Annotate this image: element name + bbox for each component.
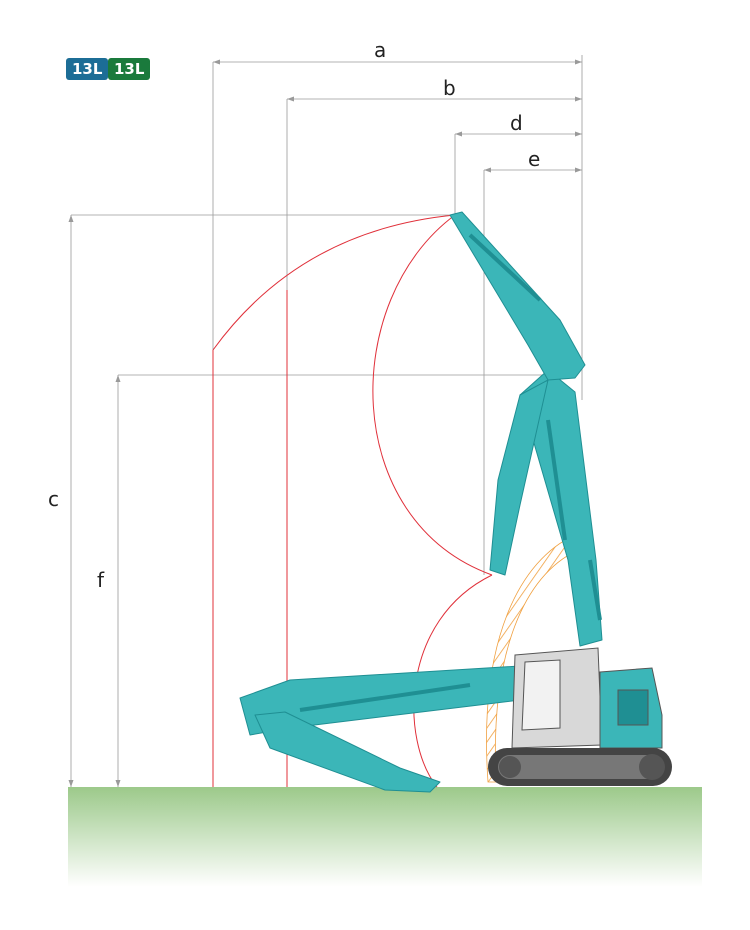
dim-label-b: b — [443, 76, 456, 100]
model-badge-blue: 13L — [66, 58, 109, 80]
excavator-upright — [449, 211, 603, 647]
swing-clearance-hatch — [486, 534, 579, 783]
ground — [68, 787, 702, 887]
dim-label-a: a — [374, 38, 387, 62]
dim-label-f: f — [97, 568, 105, 592]
dimension-arrows — [68, 59, 582, 787]
excavator-lowered — [239, 665, 521, 793]
dim-label-c: c — [48, 487, 59, 511]
dim-label-e: e — [528, 147, 541, 171]
upper-structure — [511, 647, 663, 749]
crawler-tracks — [488, 748, 672, 786]
dim-label-d: d — [510, 111, 523, 135]
model-badge-green: 13L — [108, 58, 151, 80]
